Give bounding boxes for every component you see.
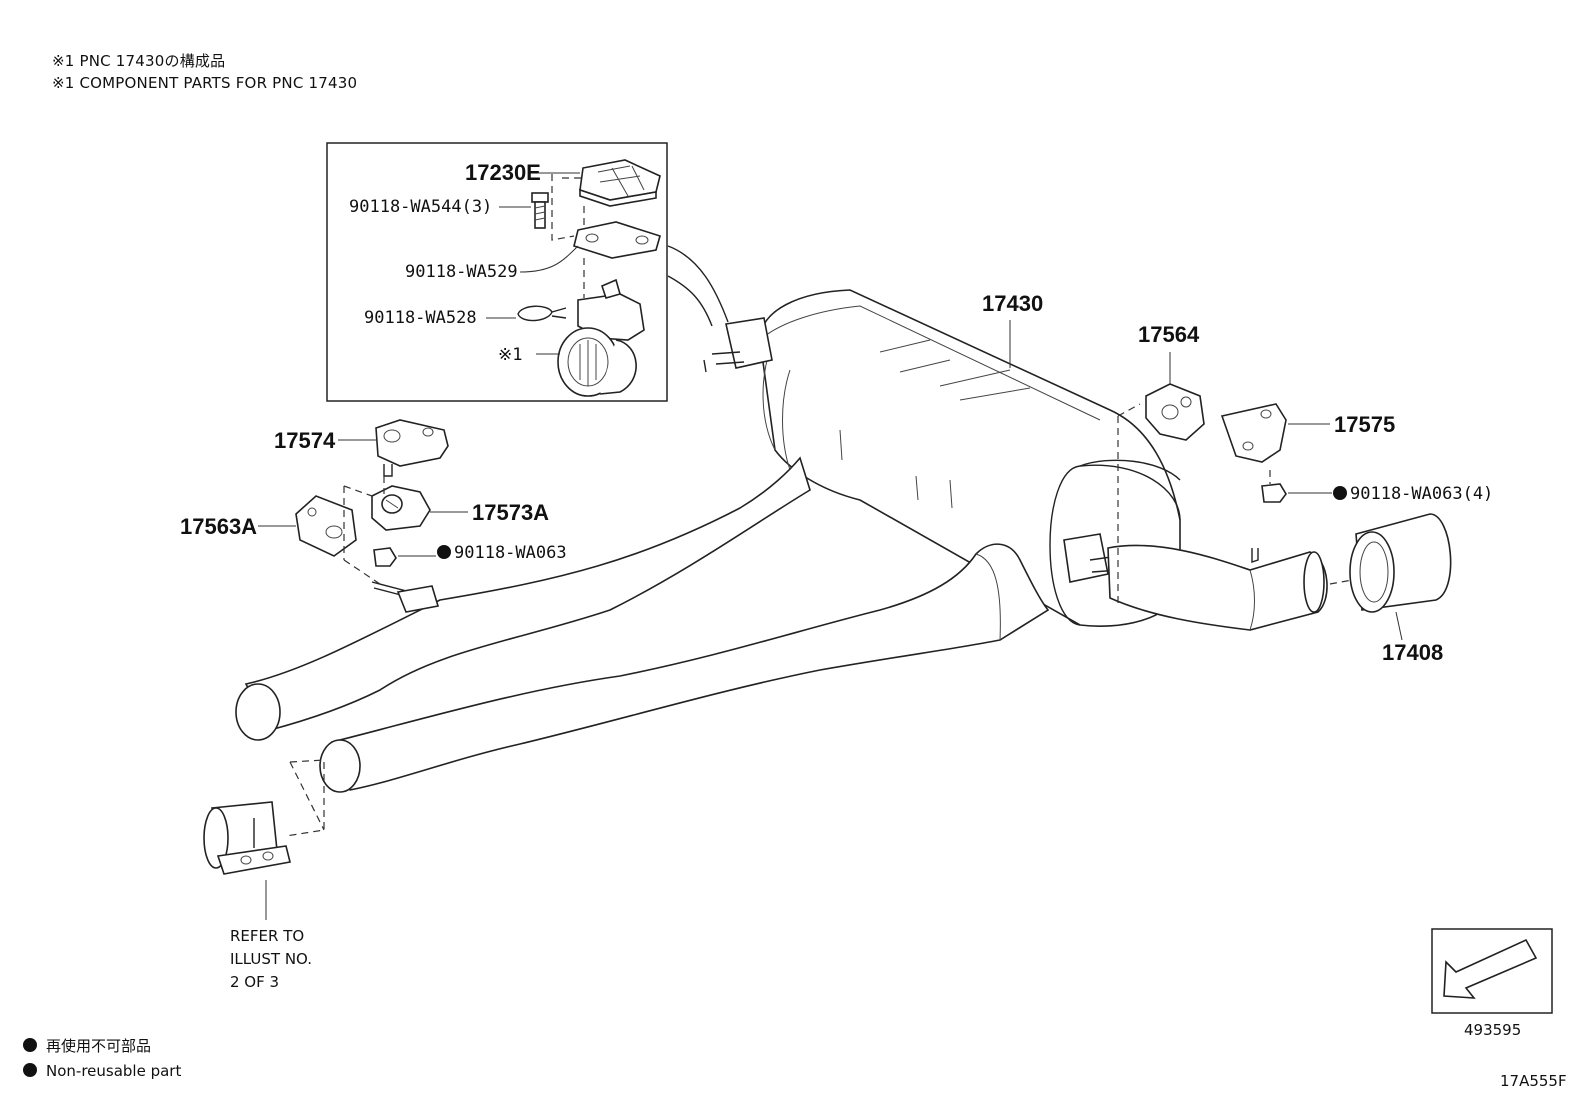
label-17408: 17408 <box>1382 640 1443 665</box>
label-90118-WA528: 90118-WA528 <box>364 308 477 328</box>
part-90118-WA529-plate-icon <box>573 221 661 259</box>
label-17230E: 17230E <box>465 160 541 185</box>
legend-en: Non-reusable part <box>46 1062 181 1080</box>
label-90118-WA063-4: 90118-WA063(4) <box>1350 484 1493 504</box>
refer-line-1: REFER TO <box>230 927 304 945</box>
part-17563A-bracket-icon <box>295 495 357 557</box>
part-17564-hanger-icon <box>1145 383 1205 441</box>
illustration-code: 17A555F <box>1500 1072 1567 1090</box>
non-reusable-mark-icon-2 <box>437 545 451 559</box>
part-90118-WA063-nut-icon <box>373 545 451 567</box>
direction-code: 493595 <box>1464 1021 1521 1039</box>
part-90118-WA528-clip-icon <box>517 305 567 322</box>
non-reusable-mark-icon <box>1333 486 1347 500</box>
label-17430: 17430 <box>982 291 1043 316</box>
legend-jp: 再使用不可部品 <box>46 1037 151 1055</box>
refer-line-3: 2 OF 3 <box>230 973 279 991</box>
part-valve-body-icon <box>557 278 645 397</box>
part-17573A-hanger-icon <box>371 485 431 531</box>
inset-leader-curve-2 <box>667 275 713 327</box>
label-17564: 17564 <box>1138 322 1200 347</box>
part-17230E-cover-icon <box>579 159 661 207</box>
direction-box <box>1431 928 1553 1014</box>
label-90118-WA544: 90118-WA544(3) <box>349 197 492 217</box>
legend-bullet-icon-jp <box>23 1038 37 1052</box>
part-tail-pipe-icon <box>1107 544 1328 631</box>
inset-leader-curve <box>667 245 729 323</box>
label-ref-1: ※1 <box>498 345 522 365</box>
label-17575: 17575 <box>1334 412 1395 437</box>
label-17573A: 17573A <box>472 500 549 525</box>
refer-line-2: ILLUST NO. <box>230 950 312 968</box>
part-clamp-icon <box>203 801 291 875</box>
part-90118-WA063-4-nut-icon <box>1261 483 1347 503</box>
label-17574: 17574 <box>274 428 336 453</box>
inset-box <box>326 142 668 402</box>
label-17563A: 17563A <box>180 514 257 539</box>
direction-arrow-icon <box>1443 938 1538 999</box>
note-line-en: ※1 COMPONENT PARTS FOR PNC 17430 <box>52 74 358 92</box>
part-17574-hanger-icon <box>375 419 449 477</box>
label-90118-WA529: 90118-WA529 <box>405 262 518 282</box>
part-17575-bracket-icon <box>1220 403 1287 463</box>
note-line-jp: ※1 PNC 17430の構成品 <box>52 52 226 70</box>
legend-bullet-icon-en <box>23 1063 37 1077</box>
label-90118-WA063: 90118-WA063 <box>454 543 567 563</box>
part-90118-WA544-bolt-icon <box>531 192 549 229</box>
part-17408-tip-icon <box>1329 513 1452 613</box>
part-intermediate-pipes-icon <box>235 456 1050 793</box>
